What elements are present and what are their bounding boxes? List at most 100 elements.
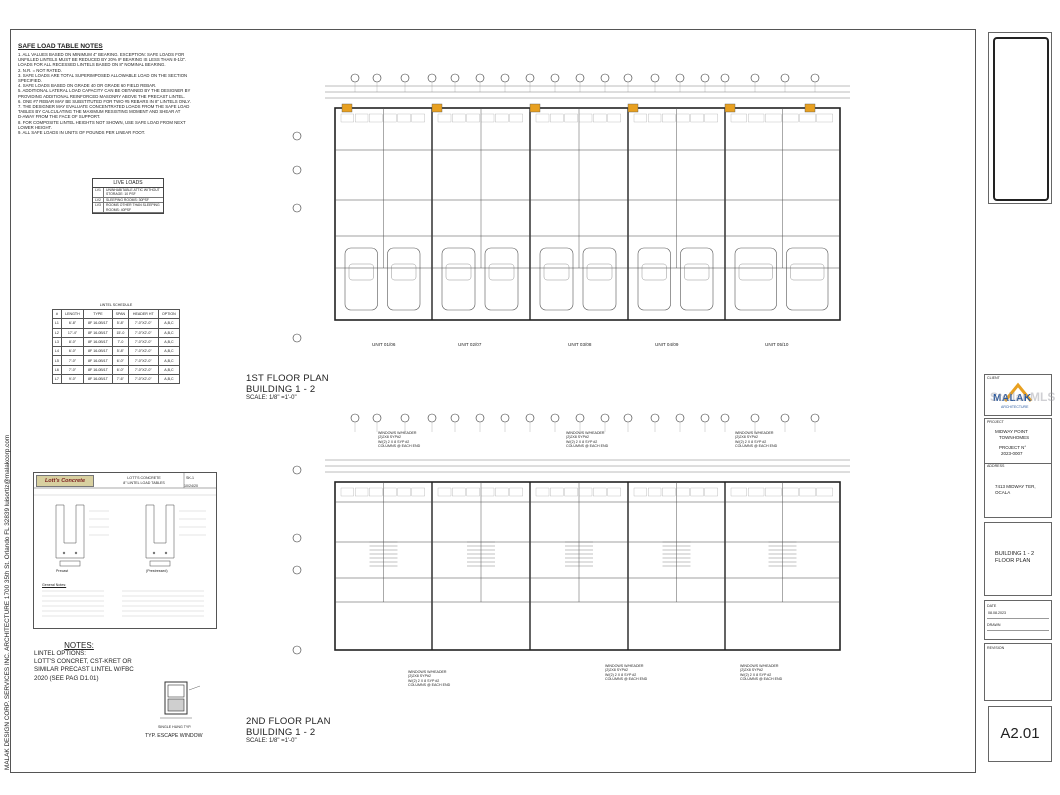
fixture (730, 113, 747, 123)
fixture (662, 113, 676, 123)
address-label: ADDRESS (987, 464, 1005, 468)
lintel-cell: A,B,C (157, 346, 181, 357)
lintel-notes: NOTES: LINTEL OPTIONS:LOTT'S CONCRET, CS… (34, 641, 174, 683)
car-windshield (586, 263, 613, 281)
fixture (452, 113, 466, 123)
lintel-cell: 8F 16-0B/1T (83, 346, 113, 357)
stamp-area (993, 37, 1049, 201)
fixture (480, 113, 495, 123)
car-outline (680, 247, 714, 311)
unit-label: UNIT 05/10 (765, 342, 789, 347)
lintel-cell: 8F 16-0B/1T (83, 318, 113, 329)
notes-title: SAFE LOAD TABLE NOTES (18, 43, 103, 50)
lintel-cell: 9'-0" (60, 374, 85, 385)
fixture (564, 113, 578, 123)
lintel-cell: 6'-8" (60, 318, 85, 329)
header-note-line: (2)2X8 SYP#2 (408, 674, 431, 679)
live-loads-title: LIVE LOADS (93, 179, 163, 188)
lintel-cell: 6'-0" (111, 364, 129, 376)
car-windshield (488, 263, 515, 281)
live-load-code: LV3 (93, 203, 104, 213)
fixture (816, 487, 833, 497)
car-windshield (738, 263, 773, 281)
lintel-cell: 7'-0"X2'-0" (127, 364, 159, 376)
lintel-cell: L5 (52, 355, 62, 366)
header-note-line: (2)2X8 SYP#2 (735, 435, 758, 440)
fixture (411, 113, 425, 123)
lintel-cell: 7'-0"X2'-0" (127, 346, 159, 357)
second-floor-title-block: 2ND FLOOR PLAN BUILDING 1 - 2 SCALE: 1/8… (246, 716, 331, 744)
grid-bubble (575, 413, 585, 423)
lintel-general-notes: General Notes: (42, 583, 67, 587)
grid-bubble (720, 73, 730, 83)
safe-load-notes: SAFE LOAD TABLE NOTES 1. ALL VALUES BASE… (18, 43, 253, 135)
exterior-wall (334, 481, 841, 651)
sheet-number: A2.01 (1000, 725, 1040, 742)
note-line: UNFILLED LINTELS MUST BE REDUCED BY 20% … (18, 57, 187, 63)
lintel-cell: A,B,C (157, 364, 181, 376)
note-line: D-AWAY FROM THE FACE OF SUPPORT. (18, 114, 101, 120)
car-outline (786, 247, 829, 311)
project-name-2: TOWNHOMES (999, 435, 1030, 440)
fixture (466, 487, 480, 497)
project-no-label: PROJECT N° (999, 445, 1027, 450)
fixture (607, 113, 621, 123)
fixture (437, 113, 452, 123)
fixture (782, 487, 799, 497)
date-label: DATE (987, 604, 997, 608)
sheet-name-box: BUILDING 1 - 2 FLOOR PLAN (984, 522, 1052, 596)
row-bubble (292, 203, 302, 213)
car-outline (637, 247, 671, 311)
exterior-fixture (529, 103, 541, 113)
lintel-note-line: LOTT'S CONCRET, CST-KRET OR (34, 658, 132, 666)
lintel-cell: A,B,C (157, 355, 181, 366)
lintel-schedule-title: LINTEL SCHEDULE (99, 303, 133, 307)
client-label: CLIENT (987, 376, 1000, 380)
fixture (397, 487, 411, 497)
grid-bubble (475, 73, 485, 83)
fixture (690, 113, 704, 123)
escape-window-label: TYP. ESCAPE WINDOW (145, 733, 203, 739)
header-note-line: (2)2X8 SYP#2 (378, 435, 401, 440)
header-note-line: WINDOWS W/HEADER (566, 431, 605, 435)
lintel-cell: 8F 16-0B/1T (83, 355, 113, 366)
fixture (535, 487, 550, 497)
grid-bubble (350, 413, 360, 423)
header-note-line: (2)2X8 SYP#2 (566, 435, 589, 440)
note-line: TABLES BY CALCULATING THE MAXIMUM RESIST… (18, 109, 181, 115)
header-note-line: WINDOWS W/HEADER (408, 670, 447, 674)
car-outline (484, 247, 519, 311)
fixture (355, 487, 369, 497)
watermark: Stellar MLS (990, 390, 1056, 404)
exterior-wall (334, 107, 841, 321)
address-2: OCALA (995, 490, 1011, 495)
client-box: CLIENT MALAK ARCHITECTURE (984, 374, 1052, 416)
lintel-cell: L6 (52, 364, 62, 376)
fixture (550, 113, 564, 123)
lintel-title-1: LOTT'S CONCRETE (127, 476, 161, 480)
header-note-line: W/(2) 2 X 8 SYP #2 (408, 678, 440, 683)
fixture (704, 113, 718, 123)
fixture (411, 487, 425, 497)
header-note-line: COLUMNS @ EACH END (566, 444, 609, 449)
lintel-notes-title: NOTES: (64, 641, 94, 650)
lintel-cell: L1 (52, 318, 62, 329)
fixture (748, 487, 765, 497)
escape-window-drawing (160, 681, 201, 719)
grid-bubble (525, 413, 535, 423)
lintel-cell: 8F 16-0B/1T (83, 336, 113, 348)
grid-bubble (623, 73, 633, 83)
project-label: PROJECT (987, 420, 1004, 424)
fixture (633, 113, 647, 123)
grid-bubble (810, 413, 820, 423)
fixture (466, 113, 480, 123)
lintel-cell: 5'-8" (111, 346, 129, 357)
row-bubble (292, 565, 302, 575)
grid-bubble (650, 73, 660, 83)
